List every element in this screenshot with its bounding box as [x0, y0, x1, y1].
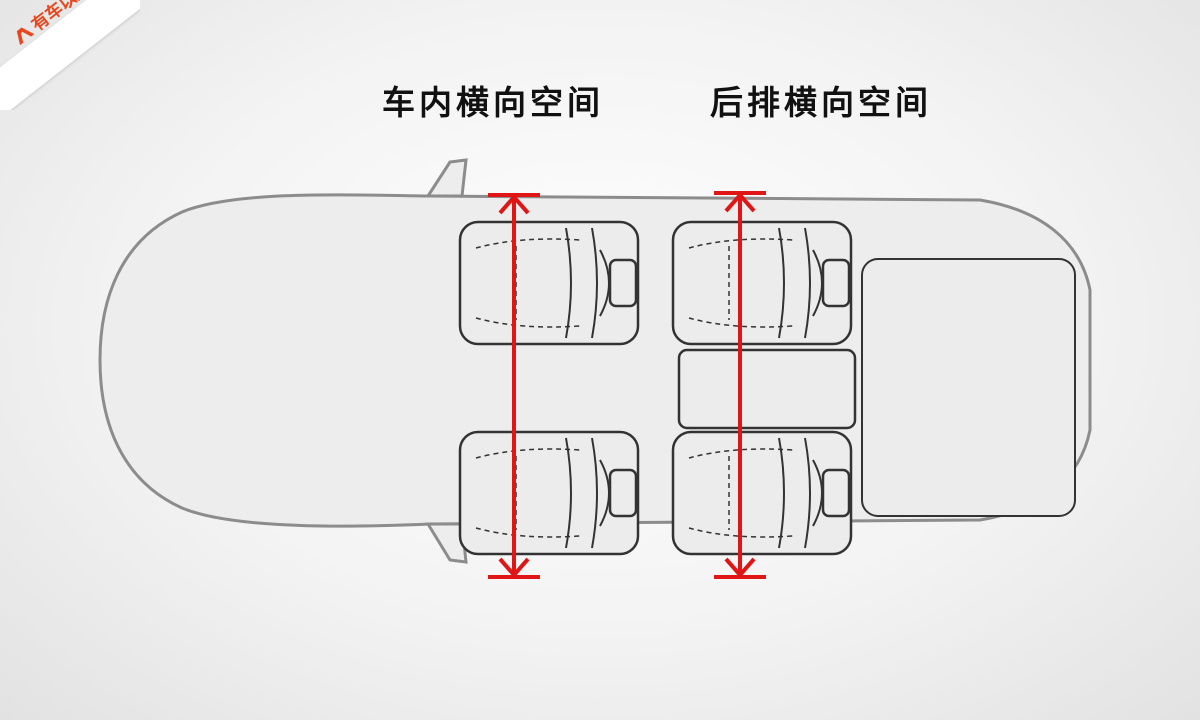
car-roof-icon [16, 27, 34, 45]
mirror-top [425, 158, 468, 198]
rear-width-measure-line [714, 191, 766, 579]
seat-rear-center [677, 348, 857, 430]
seat-front-right [458, 430, 640, 556]
label-front-width: 车内横向空间 [382, 83, 604, 122]
mirror-bottom [425, 522, 468, 564]
trunk-area [861, 258, 1076, 517]
seat-front-left [458, 220, 640, 346]
brand-logo: 有车以后 [0, 0, 140, 110]
logo-text-wrap: 有车以后 [7, 0, 94, 50]
seat-rear-left [671, 220, 853, 346]
seat-rear-right [671, 430, 853, 556]
label-rear-width: 后排横向空间 [710, 83, 932, 122]
front-width-measure-line [488, 193, 540, 579]
